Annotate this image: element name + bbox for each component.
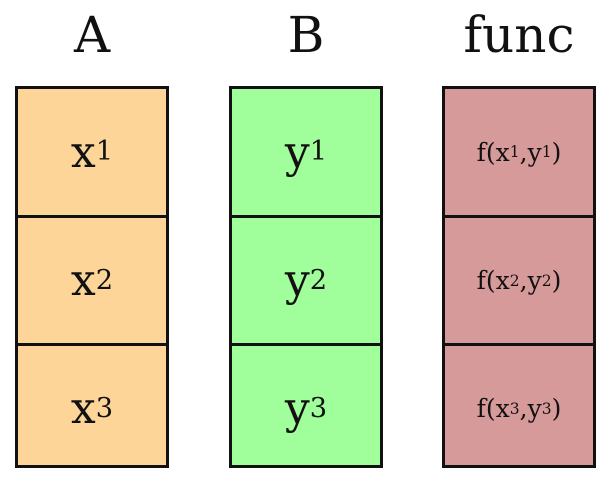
- cell-b-1-base: y: [284, 126, 310, 178]
- column-b-header: B: [287, 6, 325, 64]
- column-a-header: A: [73, 6, 111, 64]
- cell-func-1-pre: f(x: [476, 137, 510, 167]
- cell-a-1-base: x: [70, 126, 96, 178]
- cell-func-2-post: ): [551, 266, 562, 295]
- cell-func-2-pre: f(x: [476, 266, 510, 295]
- cell-func-3-pre: f(x: [476, 394, 510, 423]
- cell-func-3-mid: ,y: [519, 394, 542, 423]
- cell-a-3-base: x: [70, 383, 96, 434]
- column-func-header: func: [463, 6, 575, 64]
- cell-b-3-base: y: [284, 383, 310, 434]
- cell-a-2-base: x: [70, 255, 96, 306]
- cell-func-3-post: ): [551, 394, 562, 423]
- cell-b-2-base: y: [284, 255, 310, 306]
- cell-func-2-mid: ,y: [519, 266, 542, 295]
- cell-func-1-mid: ,y: [519, 137, 542, 167]
- cell-func-1-post: ): [551, 137, 562, 167]
